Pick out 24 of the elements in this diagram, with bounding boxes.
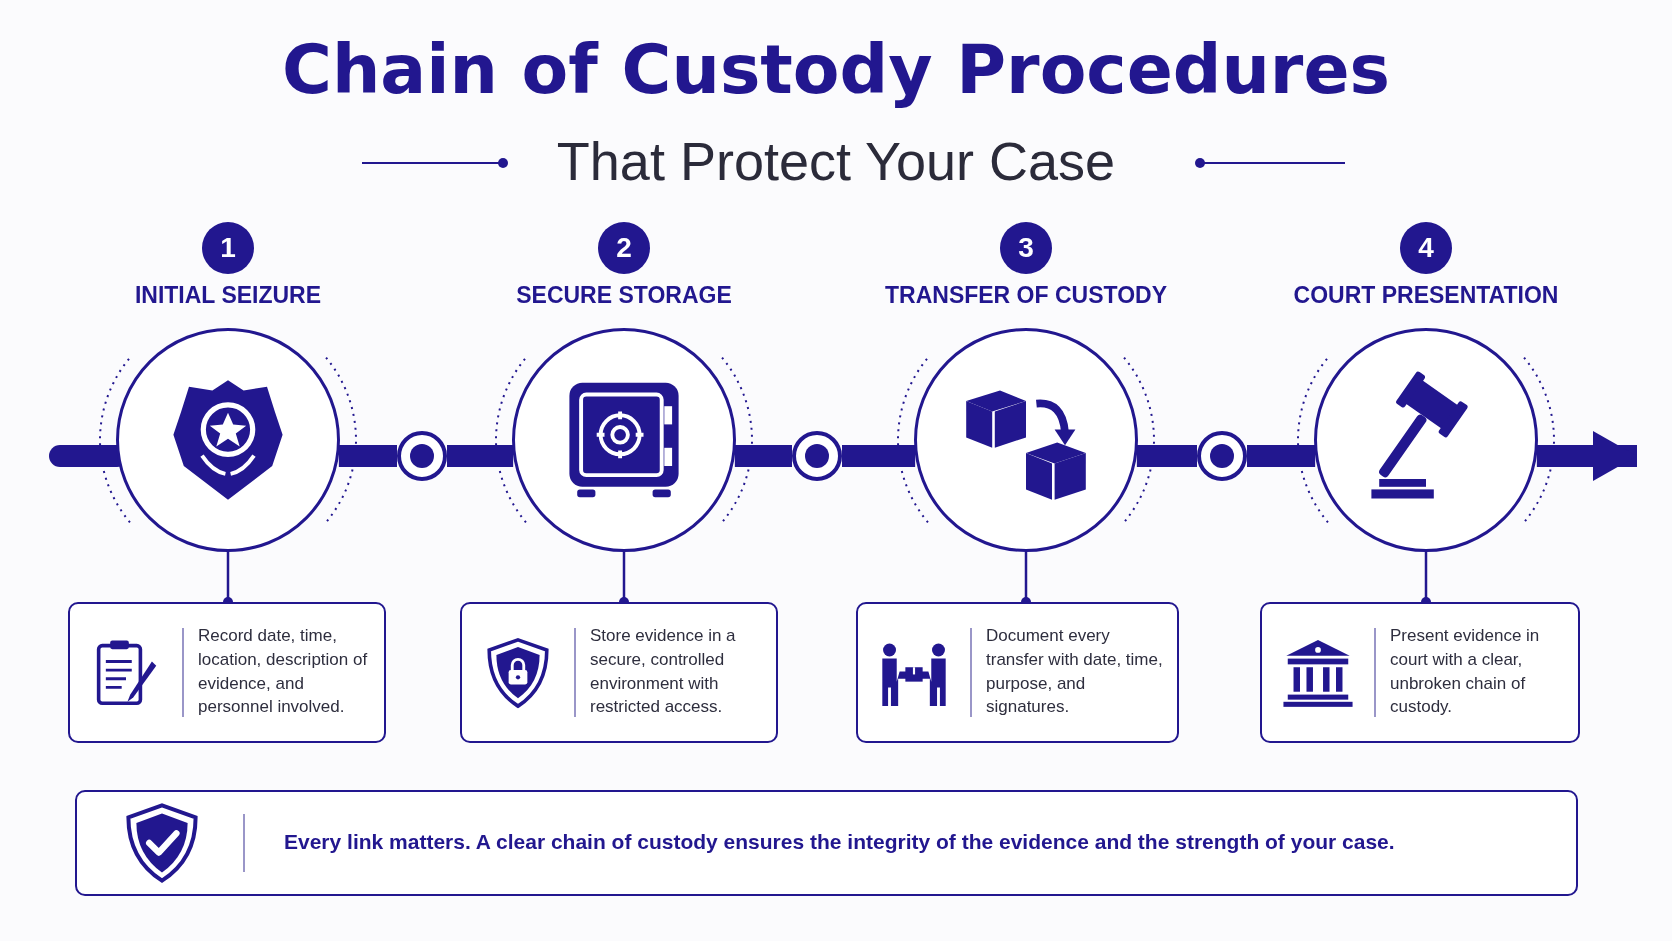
description-text: Present evidence in court with a clear, unbroken chain of custody.	[1390, 625, 1541, 719]
step-number: 4	[1400, 222, 1452, 274]
description-card	[68, 602, 386, 743]
step-title: TRANSFER OF CUSTODY	[884, 282, 1168, 309]
description-card	[856, 602, 1179, 743]
step-number: 2	[598, 222, 650, 274]
subtitle: That Protect Your Case	[555, 130, 1117, 192]
title: Chain of Custody Procedures	[281, 30, 1391, 109]
description-card	[460, 602, 778, 743]
step-number: 3	[1000, 222, 1052, 274]
summary-banner	[75, 790, 1578, 896]
connector-ring	[397, 431, 447, 481]
timeline-bar	[1536, 431, 1637, 481]
step-title: COURT PRESENTATION	[1292, 282, 1560, 309]
step-title: SECURE STORAGE	[515, 282, 733, 309]
connector-ring	[792, 431, 842, 481]
connector-ring	[1197, 431, 1247, 481]
step-number: 1	[202, 222, 254, 274]
description-text: Record date, time, location, description of evidence, and personnel involved.	[198, 625, 369, 719]
description-card	[1260, 602, 1580, 743]
description-text: Document every transfer with date, time, purpose, and signatures.	[986, 625, 1164, 719]
description-text: Store evidence in a secure, controlled environment with restricted access.	[590, 625, 737, 719]
summary-text: Every link matters. A clear chain of custody ensures the integrity of the evidence and the strength of your case.	[284, 830, 1396, 854]
step-title: INITIAL SEIZURE	[133, 282, 323, 309]
